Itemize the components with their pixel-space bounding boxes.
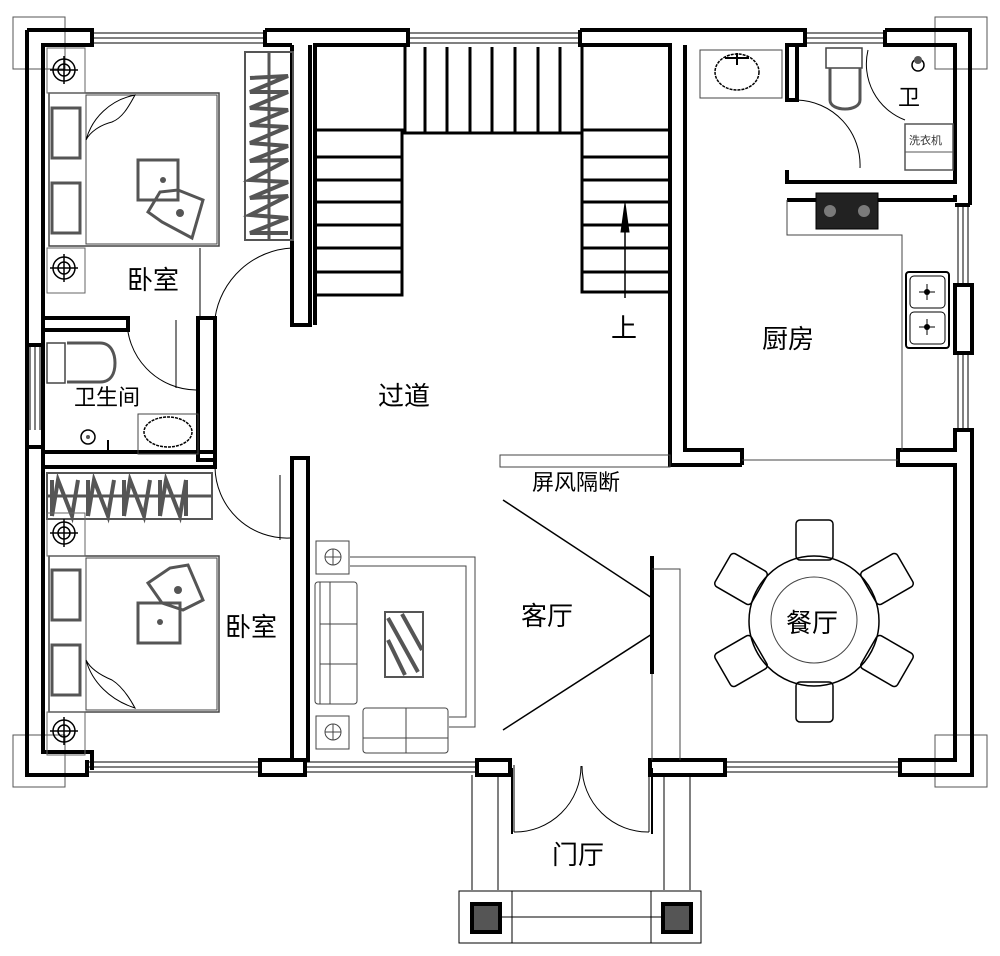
door-swings <box>126 49 906 834</box>
room-label-bathroom-right: 卫 <box>898 86 921 111</box>
screen-partition-label: 屏风隔断 <box>532 471 621 496</box>
room-label-dining-room: 餐厅 <box>786 609 839 639</box>
dining-chairs <box>714 519 914 723</box>
room-label-kitchen: 厨房 <box>762 325 815 355</box>
staircase <box>313 43 672 297</box>
room-label-bedroom-bottom: 卧室 <box>225 613 278 643</box>
washing-machine-label: 洗衣机 <box>909 134 942 147</box>
exterior-walls <box>25 28 974 777</box>
bed-top <box>48 92 220 247</box>
kitchen-fixtures <box>786 192 950 450</box>
screen-partition <box>499 454 671 468</box>
sofa-set <box>314 540 476 754</box>
windows <box>29 32 969 773</box>
room-label-entrance-hall: 门厅 <box>552 841 605 871</box>
left-bathroom-fixtures <box>46 341 199 455</box>
bed-bottom <box>48 555 220 713</box>
dining-table <box>714 519 914 723</box>
wardrobe-top <box>242 51 294 241</box>
stairs-up-label: 上 <box>611 314 638 344</box>
stair-up-arrow <box>620 202 630 298</box>
tv-wall <box>502 499 681 760</box>
lamp-icons <box>46 47 86 756</box>
room-label-living-room: 客厅 <box>521 602 574 632</box>
right-bathroom-fixtures <box>699 47 954 171</box>
room-label-hallway: 过道 <box>378 382 431 412</box>
wardrobe-bottom <box>46 472 213 524</box>
room-label-bathroom-left: 卫生间 <box>74 386 141 411</box>
room-label-bedroom-top: 卧室 <box>127 266 180 296</box>
entrance-porch <box>458 775 702 944</box>
